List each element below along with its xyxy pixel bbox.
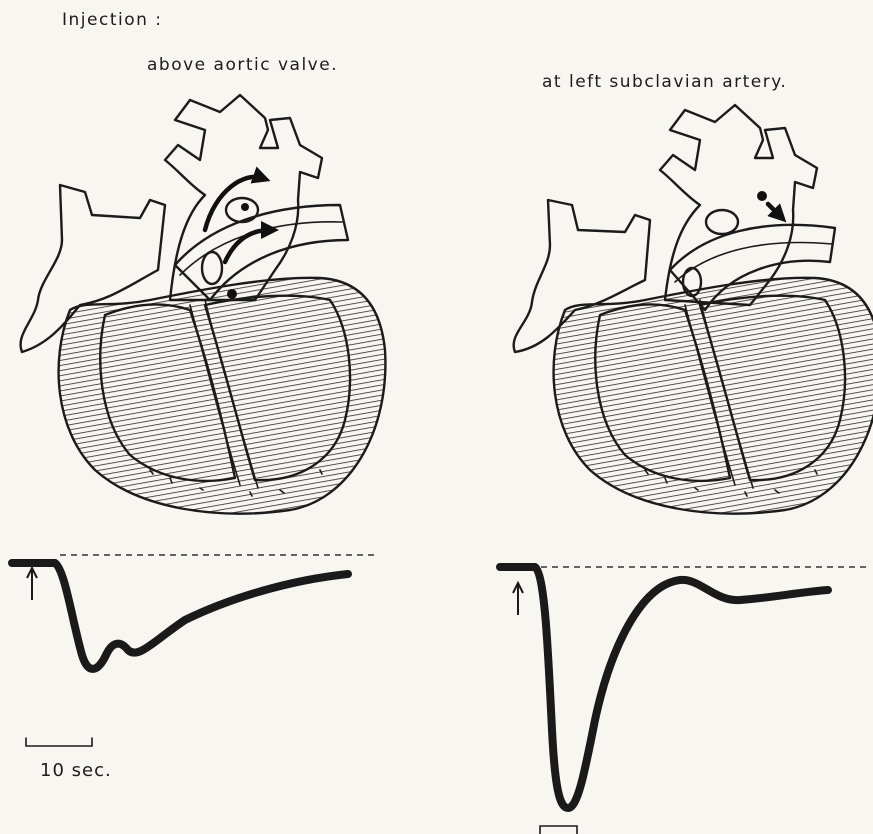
left-curve-trace <box>12 563 348 669</box>
right-heart-illustration <box>514 105 873 514</box>
right-scale-bar <box>540 826 577 834</box>
left-scale-bar <box>26 738 92 746</box>
right-heart-flow-arrow <box>768 204 780 216</box>
left-heart-illustration <box>21 95 386 514</box>
right-injection-arrow-icon <box>513 583 523 615</box>
right-curve-trace <box>500 567 828 808</box>
left-heart-valve <box>202 252 222 284</box>
left-injection-arrow-icon <box>27 568 37 600</box>
right-dilution-curve <box>500 567 870 834</box>
left-heart-flow-arrow-upper <box>205 177 262 230</box>
left-dilution-curve <box>12 555 375 746</box>
